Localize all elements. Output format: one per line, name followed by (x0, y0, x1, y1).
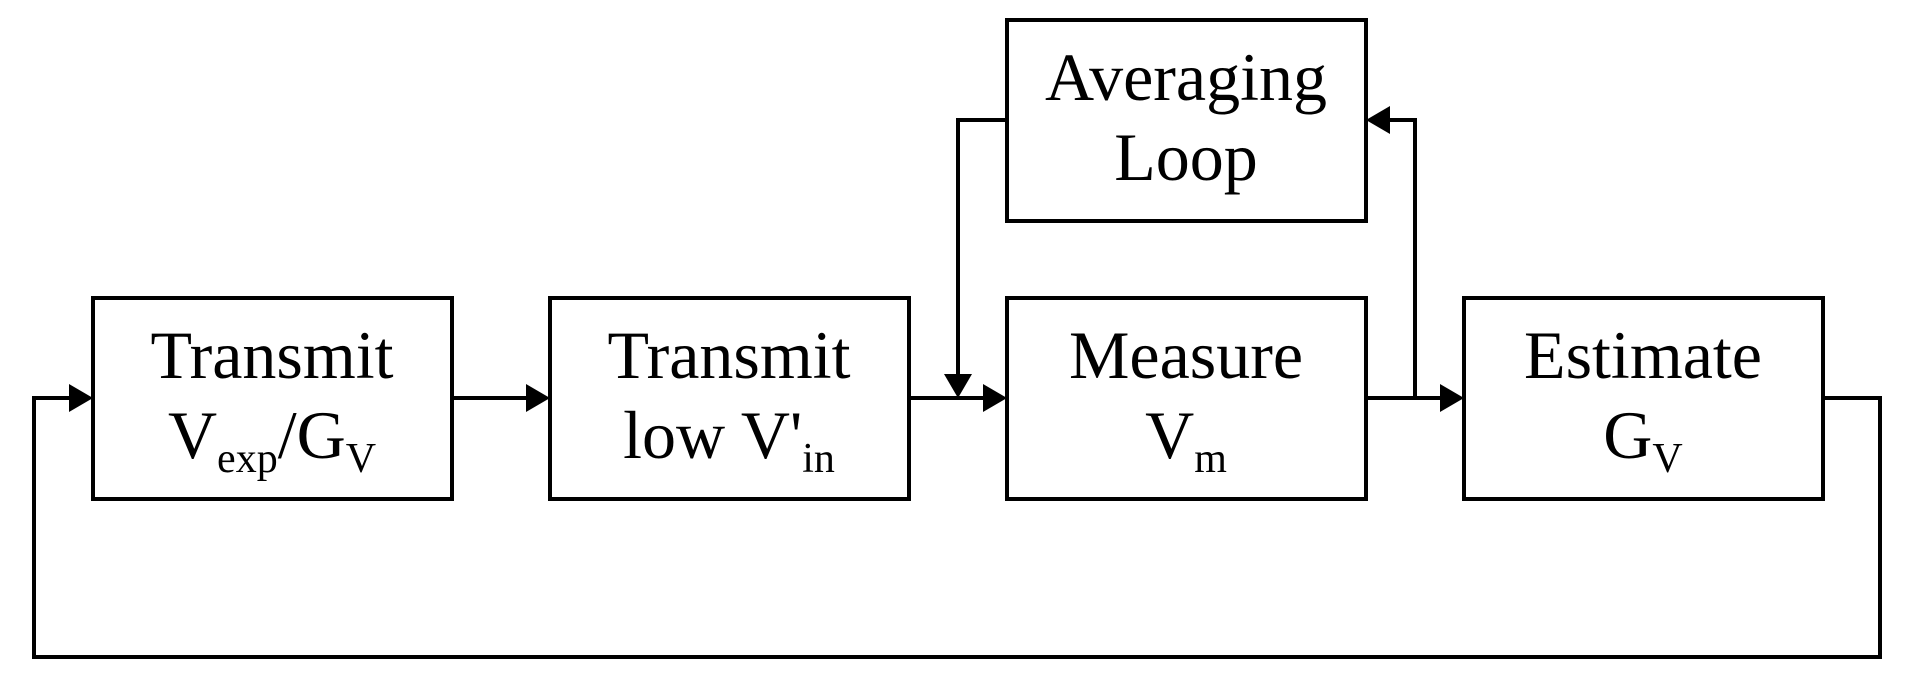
block-measure-sub: m (1194, 436, 1227, 482)
block-estimate-line2: GV (1603, 397, 1682, 482)
block-estimate-box (1462, 296, 1825, 501)
block-transmit-low-box (548, 296, 911, 501)
block-transmit-vexp-line2: Vexp/GV (168, 397, 376, 482)
block-measure-main: V (1145, 397, 1194, 473)
block-estimate-main: G (1603, 397, 1652, 473)
arrow-feedback-loop (32, 384, 1882, 659)
block-measure-line2: Vm (1145, 397, 1227, 482)
block-transmit-vexp-box (91, 296, 454, 501)
block-transmit-low-main: low V' (623, 397, 802, 473)
arrow-measure-to-estimate (1366, 384, 1464, 412)
block-averaging-loop-line1: Averaging (1045, 39, 1327, 115)
arrow-averaging-to-measure (944, 118, 1007, 398)
arrow-transmit-low-to-measure (909, 384, 1007, 412)
block-measure-line1: Measure (1069, 317, 1303, 393)
block-transmit-vexp-slash-g: /G (278, 397, 346, 473)
block-measure: Measure Vm (1005, 296, 1368, 501)
block-transmit-low-sub: in (802, 436, 835, 482)
arrow-measure-to-averaging (1366, 106, 1417, 398)
block-averaging-loop: Averaging Loop (1005, 18, 1368, 223)
block-averaging-loop-line2: Loop (1114, 119, 1258, 195)
block-transmit-vexp: Transmit Vexp/GV (91, 296, 454, 501)
block-estimate-line1: Estimate (1524, 317, 1762, 393)
arrow-transmit-to-transmit-low (452, 384, 550, 412)
block-transmit-vexp-v: V (168, 397, 217, 473)
block-transmit-low: Transmit low V'in (548, 296, 911, 501)
block-transmit-vexp-line1: Transmit (150, 317, 393, 393)
block-transmit-vexp-sub-exp: exp (217, 436, 278, 482)
block-estimate: Estimate GV (1462, 296, 1825, 501)
block-measure-box (1005, 296, 1368, 501)
block-transmit-low-line1: Transmit (607, 317, 850, 393)
block-transmit-vexp-sub-v: V (346, 436, 376, 482)
block-transmit-low-line2: low V'in (623, 397, 835, 482)
block-estimate-sub: V (1652, 436, 1682, 482)
